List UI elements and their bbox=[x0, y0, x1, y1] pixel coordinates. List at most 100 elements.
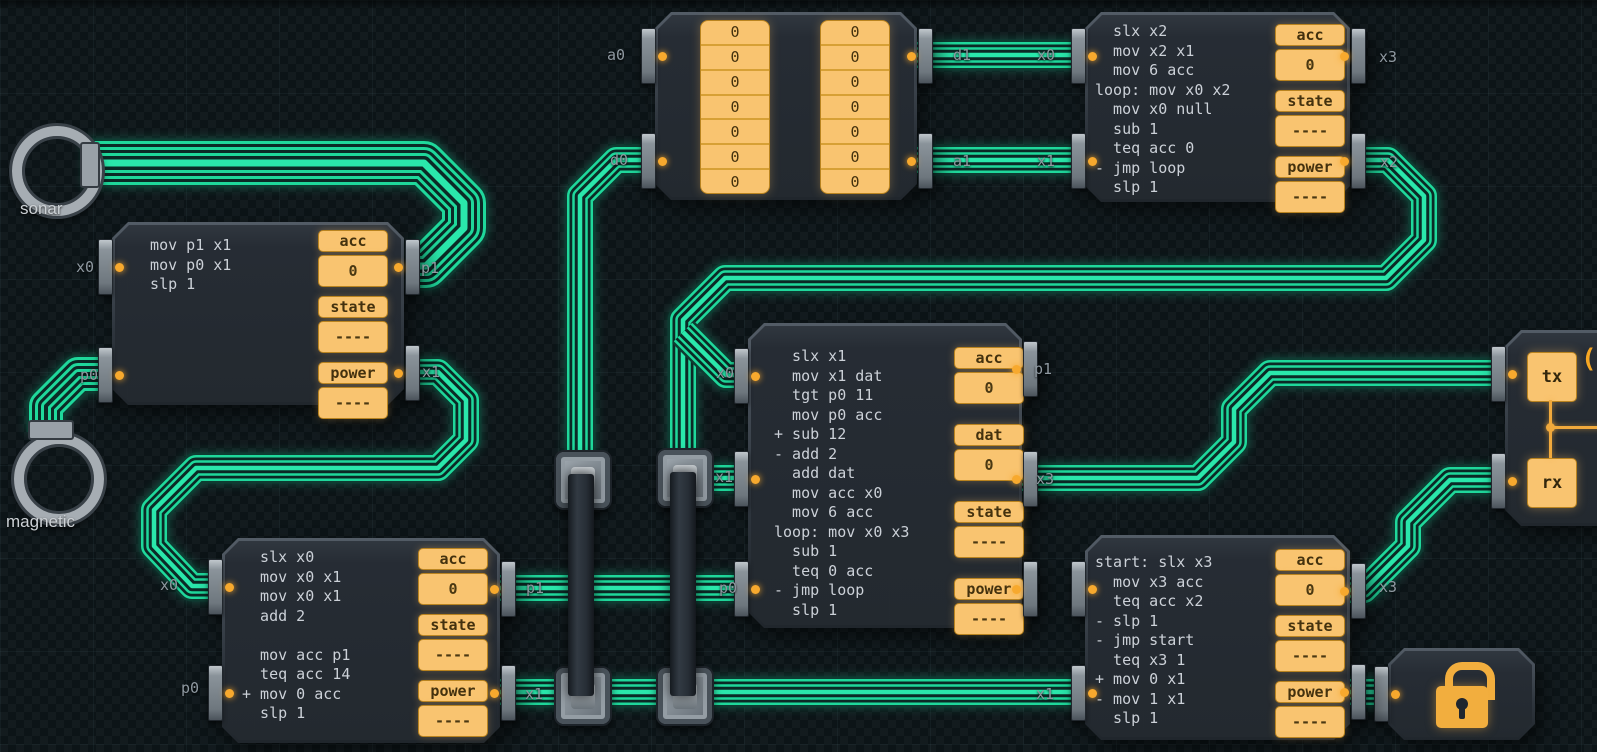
xbus-pin[interactable] bbox=[490, 665, 516, 721]
pin-dot bbox=[1340, 156, 1349, 166]
register-state: state---- bbox=[954, 501, 1024, 558]
pin-label: a1 bbox=[953, 152, 972, 170]
register-label: state bbox=[318, 296, 388, 318]
lock-module[interactable] bbox=[1374, 648, 1535, 740]
xbus-pin[interactable] bbox=[1012, 561, 1038, 617]
register-state: state---- bbox=[318, 296, 388, 353]
xbus-pin[interactable] bbox=[1491, 453, 1517, 509]
register-value: 0 bbox=[954, 372, 1024, 404]
chip-middle[interactable]: slx x1 mov x1 dat tgt p0 11 mov p0 acc +… bbox=[734, 323, 1038, 635]
xbus-pin[interactable] bbox=[1071, 28, 1097, 84]
pin-dot bbox=[1088, 688, 1097, 698]
register-value: ---- bbox=[318, 387, 388, 419]
xbus-pin[interactable] bbox=[734, 348, 760, 404]
pin-label: x0 bbox=[160, 576, 179, 594]
pin-dot bbox=[115, 370, 124, 380]
xbus-pin[interactable] bbox=[490, 561, 516, 617]
wire-bridge-bar[interactable] bbox=[568, 474, 594, 696]
pin-dot bbox=[225, 688, 234, 698]
chip-code-editor[interactable]: slx x2 mov x2 x1 mov 6 acc loop: mov x0 … bbox=[1095, 22, 1231, 196]
register-value: ---- bbox=[954, 603, 1024, 635]
magnetic-sensor-icon[interactable] bbox=[14, 434, 104, 524]
chip-code-editor[interactable]: slx x0 mov x0 x1 mov x0 x1 add 2 mov acc… bbox=[242, 548, 351, 722]
xbus-pin[interactable] bbox=[1012, 451, 1038, 507]
register-label: acc bbox=[418, 548, 488, 570]
xbus-pin[interactable] bbox=[1071, 665, 1097, 721]
pin-label: x3 bbox=[1379, 578, 1398, 596]
pin-dot bbox=[1508, 476, 1517, 486]
ram-cell: 0 bbox=[821, 96, 889, 121]
register-label: acc bbox=[1275, 549, 1345, 571]
chip-bottom-left[interactable]: slx x0 mov x0 x1 mov x0 x1 add 2 mov acc… bbox=[208, 538, 516, 743]
xbus-pin[interactable] bbox=[1340, 133, 1366, 189]
pin-dot bbox=[1340, 51, 1349, 61]
magnetic-label: magnetic bbox=[6, 512, 75, 531]
xbus-pin[interactable] bbox=[734, 451, 760, 507]
register-state: state---- bbox=[418, 614, 488, 671]
xbus-pin[interactable] bbox=[1340, 563, 1366, 619]
xbus-pin[interactable] bbox=[1340, 664, 1366, 720]
xbus-pin[interactable] bbox=[641, 28, 667, 84]
xbus-pin[interactable] bbox=[734, 561, 760, 617]
pin-dot bbox=[1012, 474, 1021, 484]
ram-cell: 0 bbox=[821, 71, 889, 96]
xbus-pin[interactable] bbox=[1340, 28, 1366, 84]
xbus-pin[interactable] bbox=[1374, 666, 1400, 722]
pin-dot bbox=[1088, 584, 1097, 594]
wire-bridge-bar[interactable] bbox=[670, 472, 696, 696]
ram-cell: 0 bbox=[730, 172, 740, 191]
xbus-pin[interactable] bbox=[394, 239, 420, 295]
chip-bottom-right[interactable]: start: slx x3 mov x3 acc teq acc x2 - sl… bbox=[1071, 535, 1366, 740]
xbus-pin[interactable] bbox=[1071, 133, 1097, 189]
xbus-pin[interactable] bbox=[641, 133, 667, 189]
radio-module[interactable]: tx rx (( bbox=[1491, 330, 1597, 526]
xbus-pin[interactable] bbox=[208, 665, 234, 721]
register-power: power---- bbox=[1275, 156, 1345, 213]
register-label: state bbox=[1275, 90, 1345, 112]
pin-dot bbox=[751, 371, 760, 381]
trace bbox=[138, 356, 482, 602]
chip-top-right[interactable]: slx x2 mov x2 x1 mov 6 acc loop: mov x0 … bbox=[1071, 12, 1366, 213]
radio-tx-port[interactable]: tx bbox=[1527, 352, 1577, 402]
pin-dot bbox=[658, 51, 667, 61]
xbus-pin[interactable] bbox=[98, 347, 124, 403]
radio-feed-line bbox=[1551, 426, 1597, 429]
ram-cell: 0 bbox=[821, 46, 889, 71]
xbus-pin[interactable] bbox=[1491, 346, 1517, 402]
register-value: ---- bbox=[1275, 706, 1345, 738]
register-power: power---- bbox=[1275, 681, 1345, 738]
xbus-pin[interactable] bbox=[394, 345, 420, 401]
xbus-pin[interactable] bbox=[1071, 561, 1097, 617]
pin-label: x1 bbox=[715, 468, 734, 486]
pin-dot bbox=[1012, 364, 1021, 374]
pin-dot bbox=[394, 368, 403, 378]
magnetic-connector bbox=[28, 420, 74, 440]
chip-code-editor[interactable]: mov p1 x1 mov p0 x1 slp 1 bbox=[150, 236, 232, 293]
pin-dot bbox=[1012, 584, 1021, 594]
xbus-pin[interactable] bbox=[208, 559, 234, 615]
pin-label: p1 bbox=[421, 259, 440, 277]
xbus-pin[interactable] bbox=[907, 133, 933, 189]
pin-label: x0 bbox=[76, 258, 95, 276]
xbus-pin[interactable] bbox=[1012, 341, 1038, 397]
radio-rx-port[interactable]: rx bbox=[1527, 458, 1577, 508]
chip-code-editor[interactable]: slx x1 mov x1 dat tgt p0 11 mov p0 acc +… bbox=[774, 347, 910, 619]
pin-dot bbox=[1088, 51, 1097, 61]
xbus-pin[interactable] bbox=[98, 239, 124, 295]
pin-label: x3 bbox=[1036, 470, 1055, 488]
chip-code-editor[interactable]: start: slx x3 mov x3 acc teq acc x2 - sl… bbox=[1095, 553, 1213, 727]
xbus-pin[interactable] bbox=[907, 28, 933, 84]
ram-cell: 0 bbox=[701, 96, 769, 121]
pin-label: x1 bbox=[422, 363, 441, 381]
pin-label: d0 bbox=[610, 151, 629, 169]
